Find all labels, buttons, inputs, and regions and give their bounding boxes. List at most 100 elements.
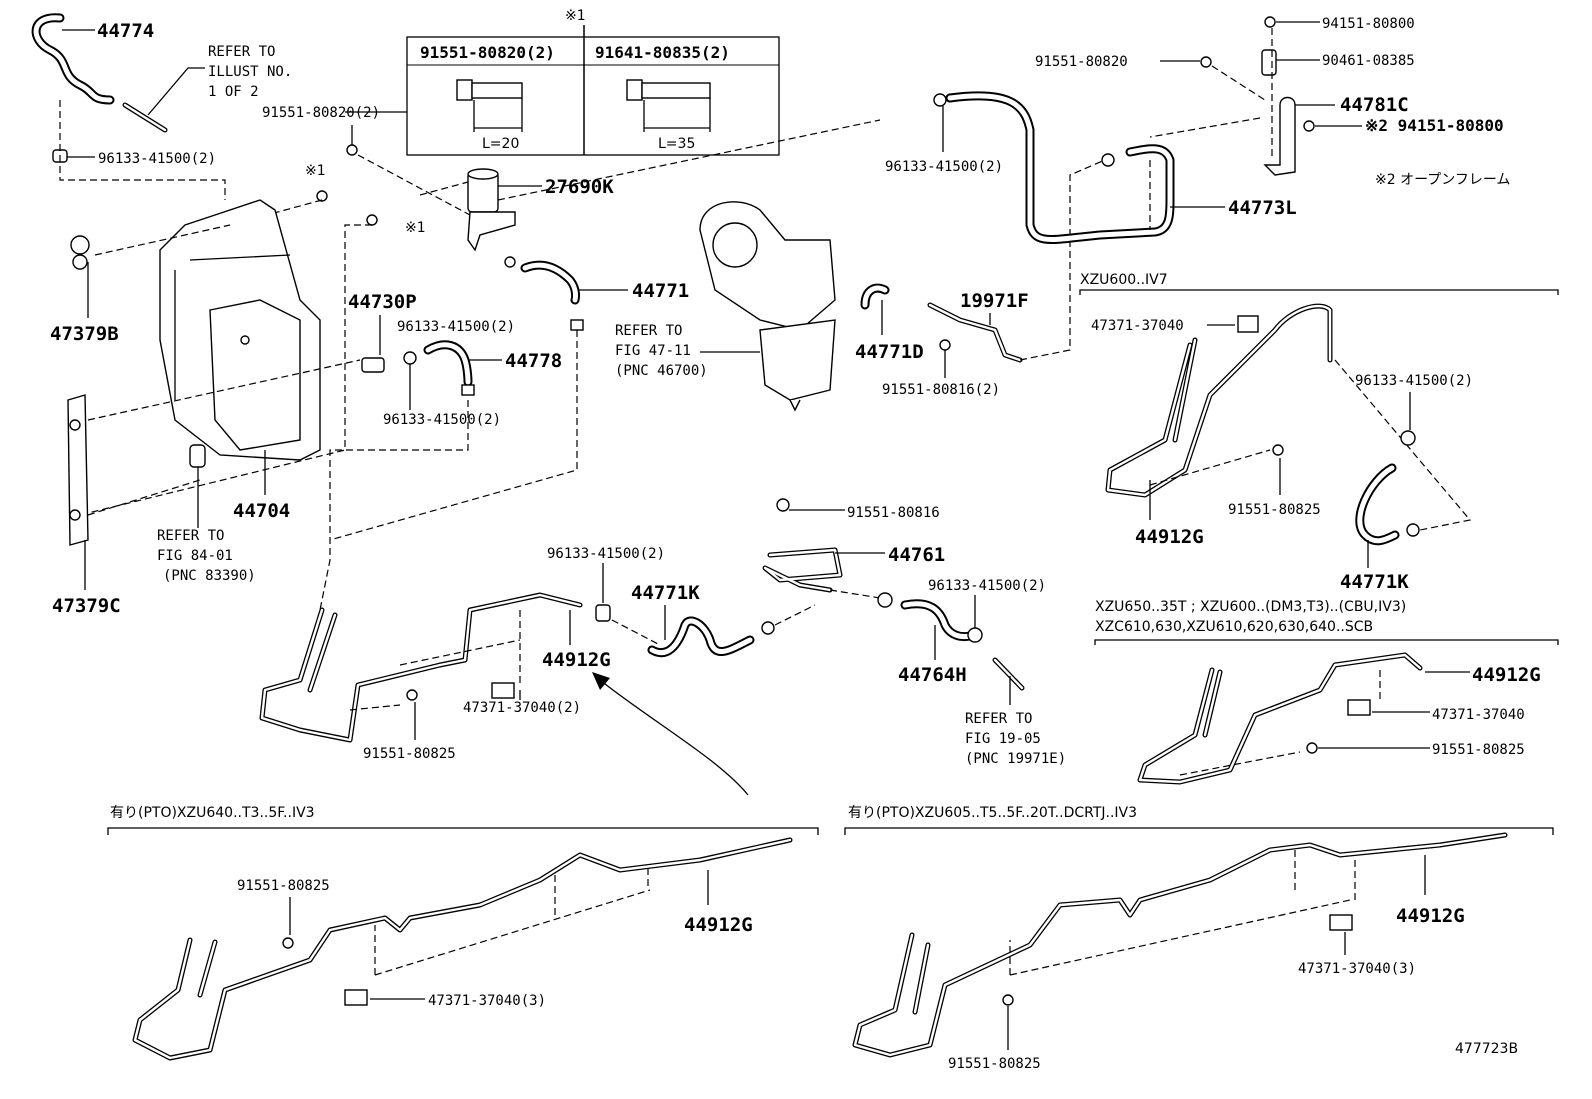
clamp-icon	[504, 256, 516, 268]
clamp-icon	[877, 592, 893, 608]
hose-44771K[interactable]	[647, 616, 755, 657]
part-label-44773L: 44773L	[1228, 197, 1297, 219]
arrow-head-icon	[592, 672, 610, 690]
pipe-19971F[interactable]	[927, 302, 1023, 363]
bolt-icon	[1272, 444, 1284, 456]
part-label-94151-note2: ※2 94151-80800	[1365, 116, 1504, 135]
part-label-44912G-center: 44912G	[542, 649, 611, 671]
xzu600-label-44771K: 44771K	[1340, 571, 1409, 593]
bolt-icon	[366, 214, 378, 226]
figure-id: 477723B	[1455, 1041, 1518, 1057]
pipe-44912G-pto605[interactable]	[852, 832, 1508, 1058]
clamp-icon	[461, 384, 475, 396]
part-label-91551-80820-2: 91551-80820(2)	[262, 105, 380, 121]
bracket-47379C[interactable]	[67, 394, 89, 546]
check-valve-44730P[interactable]	[361, 357, 385, 373]
clamp-icon	[595, 604, 611, 622]
note2-open-frame: ※2 オープンフレーム	[1375, 172, 1510, 188]
part-label-44704: 44704	[233, 500, 290, 522]
variant-title-xzu650-line2: XZC610,630,XZU610,620,630,640..SCB	[1095, 619, 1373, 635]
part-label-96133-top-left: 96133-41500(2)	[98, 151, 216, 167]
part-label-44761: 44761	[888, 544, 945, 566]
part-label-91551-80825-center: 91551-80825	[363, 746, 456, 762]
clamp-47371[interactable]	[1329, 914, 1353, 931]
clamp-47371[interactable]	[1237, 315, 1259, 333]
bolt-icon	[1306, 742, 1318, 754]
bolt-thread-icon	[641, 82, 711, 99]
clamp-47371[interactable]	[491, 682, 515, 699]
refer-fig84-line1: REFER TO	[157, 528, 224, 544]
xzu600-label-91551: 91551-80825	[1228, 502, 1321, 518]
grommet-47379B[interactable]	[70, 235, 90, 270]
hose-44771[interactable]	[520, 260, 581, 305]
pto605-label-44912G: 44912G	[1396, 905, 1465, 927]
bolt-icon	[346, 144, 358, 156]
pressure-sensor-icon	[189, 444, 206, 468]
clamp-icon	[403, 351, 417, 365]
refer-fig84-line2: FIG 84-01	[157, 548, 233, 564]
clamp-icon	[1400, 430, 1416, 446]
xzu600-label-96133: 96133-41500(2)	[1355, 373, 1473, 389]
part-label-44781C: 44781C	[1340, 94, 1409, 116]
refer-fig19-line2: FIG 19-05	[965, 731, 1041, 747]
part-label-44764H: 44764H	[898, 664, 967, 686]
nut-icon	[1264, 16, 1276, 28]
note1-marker: ※1	[565, 8, 586, 24]
hose-44771K-xzu600[interactable]	[1355, 463, 1400, 546]
bolt-icon	[406, 689, 418, 701]
clamp-icon	[1101, 153, 1115, 167]
hose-44773L[interactable]	[945, 91, 1175, 244]
xzu650-label-44912G: 44912G	[1472, 664, 1541, 686]
clamp-icon	[1406, 523, 1420, 537]
xzu600-label-44912G: 44912G	[1135, 526, 1204, 548]
hose-44764H[interactable]	[900, 599, 975, 642]
hose-44778[interactable]	[423, 340, 473, 387]
bolt-icon	[1200, 56, 1212, 68]
xzu650-label-91551: 91551-80825	[1432, 742, 1525, 758]
bolt-icon	[282, 937, 294, 949]
pipe-44761[interactable]	[762, 547, 843, 593]
bracket-44781C[interactable]	[1263, 96, 1296, 176]
hose-44771D[interactable]	[860, 283, 890, 310]
refer-fig47-line2: FIG 47-11	[615, 343, 691, 359]
bolt-icon	[776, 498, 790, 512]
pto640-label-91551: 91551-80825	[237, 878, 330, 894]
refer-fig47-line1: REFER TO	[615, 323, 682, 339]
bolt-spec-table: 91551-80820(2) 91641-80835(2) L=20 L=35	[406, 25, 780, 156]
throttle-body-assembly	[699, 201, 836, 412]
refer-illust-line1: REFER TO	[208, 44, 275, 60]
refer-illust-line2: ILLUST NO.	[208, 64, 292, 80]
clamp-icon	[570, 319, 584, 331]
bolt-table-col1-part: 91551-80820(2)	[420, 43, 555, 62]
part-label-96133-c2: 96133-41500(2)	[928, 578, 1046, 594]
pipe-44912G-xzu650[interactable]	[1137, 652, 1423, 785]
part-label-91551-80816-2: 91551-80816(2)	[882, 382, 1000, 398]
bolt-icon	[1002, 994, 1014, 1006]
pipe-44912G-pto640[interactable]	[132, 837, 793, 1061]
pipe-44912G-xzu600[interactable]	[1105, 303, 1333, 498]
pto640-label-44912G: 44912G	[684, 914, 753, 936]
clip-90461[interactable]	[1261, 49, 1277, 76]
clamp-47371[interactable]	[1347, 699, 1371, 716]
clamp-47371[interactable]	[344, 989, 368, 1006]
part-label-96133-c1: 96133-41500(2)	[547, 546, 665, 562]
bolt-icon	[316, 190, 328, 202]
valve-27690K[interactable]	[467, 168, 516, 252]
hose-44774[interactable]	[31, 13, 115, 105]
clamp-icon	[761, 621, 775, 635]
xzu650-label-47371: 47371-37040	[1432, 707, 1525, 723]
pto605-label-91551: 91551-80825	[948, 1056, 1041, 1072]
part-label-19971F: 19971F	[960, 290, 1029, 312]
clamp-icon	[933, 93, 947, 107]
xzu600-label-47371: 47371-37040	[1091, 318, 1184, 334]
canister-44704[interactable]	[159, 199, 321, 461]
pipe-44912G-center[interactable]	[259, 592, 583, 743]
part-label-44778: 44778	[505, 350, 562, 372]
part-label-44771K: 44771K	[631, 582, 700, 604]
bolt-table-col2-length: L=35	[658, 136, 695, 152]
part-label-96133-mid2: 96133-41500(2)	[383, 412, 501, 428]
part-label-44771D: 44771D	[855, 341, 924, 363]
refer-fig84-line3: (PNC 83390)	[163, 568, 256, 584]
part-label-91551-80820-right: 91551-80820	[1035, 54, 1128, 70]
variant-title-pto640: 有り(PTO)XZU640..T3..5F..IV3	[110, 805, 315, 821]
